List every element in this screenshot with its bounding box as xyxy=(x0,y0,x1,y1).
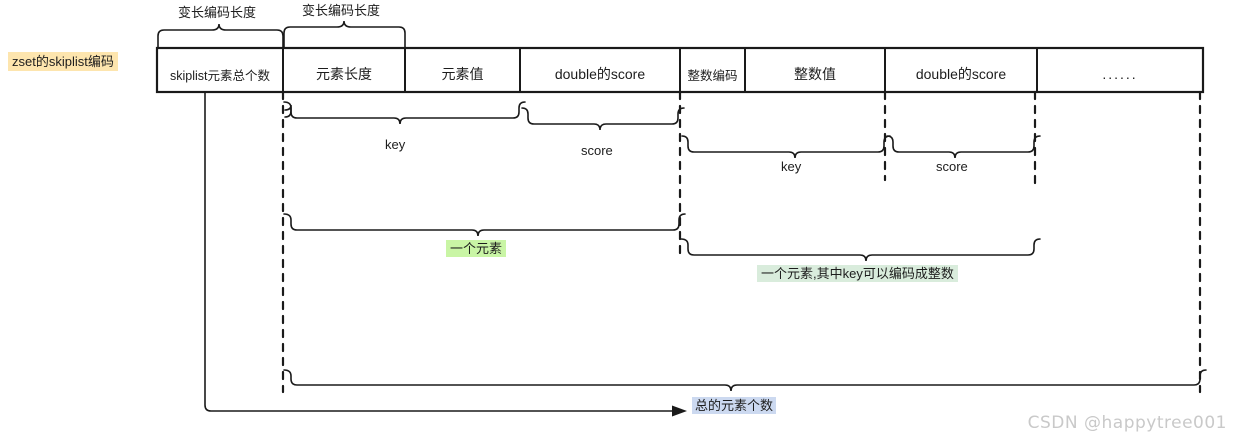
annotation-key-2: key xyxy=(781,159,802,174)
arrow-head xyxy=(672,405,687,417)
cell-skiplist-total-count[interactable]: skiplist元素总个数 xyxy=(169,68,270,83)
brace-score-2 xyxy=(886,135,1041,159)
total-count-arrow xyxy=(204,91,673,412)
brace-one-element-2 xyxy=(680,238,1041,262)
cell-ellipsis[interactable]: ...... xyxy=(1102,66,1138,82)
brace-total-count xyxy=(283,369,1207,392)
cell-integer-value[interactable]: 整数值 xyxy=(794,66,836,82)
top-brace-2 xyxy=(283,20,406,48)
annotation-score-1: score xyxy=(581,143,613,158)
annotation-one-element-2: 一个元素,其中key可以编码成整数 xyxy=(757,265,958,282)
brace-key-2 xyxy=(681,135,891,159)
cell-element-length[interactable]: 元素长度 xyxy=(316,66,372,82)
cell-integer-encoding[interactable]: 整数编码 xyxy=(687,68,738,83)
brace-score-1 xyxy=(521,107,685,131)
encoding-title-tag: zset的skiplist编码 xyxy=(8,52,118,71)
annotation-total-element-count: 总的元素个数 xyxy=(692,397,777,414)
csdn-watermark: CSDN @happytree001 xyxy=(1027,413,1227,433)
top-brace-label-1: 变长编码长度 xyxy=(178,5,257,20)
top-brace-1 xyxy=(157,23,284,48)
brace-key-1-body xyxy=(283,101,526,125)
cell-double-score-1[interactable]: double的score xyxy=(554,66,646,82)
annotation-one-element-1: 一个元素 xyxy=(446,240,507,257)
annotation-score-2: score xyxy=(936,159,968,174)
brace-key-1 xyxy=(284,104,292,118)
annotation-key-1: key xyxy=(385,137,406,152)
brace-one-element-1 xyxy=(283,213,686,237)
cell-element-value[interactable]: 元素值 xyxy=(441,66,484,82)
cell-double-score-2[interactable]: double的score xyxy=(915,66,1007,82)
top-brace-label-2: 变长编码长度 xyxy=(302,3,381,18)
